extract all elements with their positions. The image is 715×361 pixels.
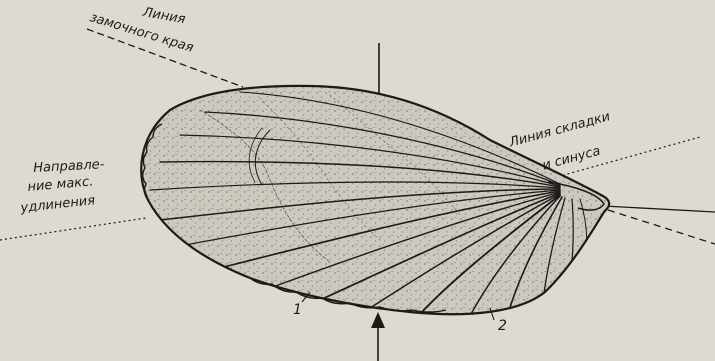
right-dashed-line bbox=[608, 210, 715, 244]
shell-body bbox=[141, 86, 609, 316]
bottom-arrow bbox=[371, 312, 385, 361]
elongation-label-line1: Направле- bbox=[33, 158, 105, 175]
callout-number-2: 2 bbox=[498, 319, 507, 333]
max-elongation-line bbox=[0, 218, 146, 240]
callout-number-1: 1 bbox=[293, 303, 302, 317]
right-solid-line bbox=[604, 206, 715, 212]
